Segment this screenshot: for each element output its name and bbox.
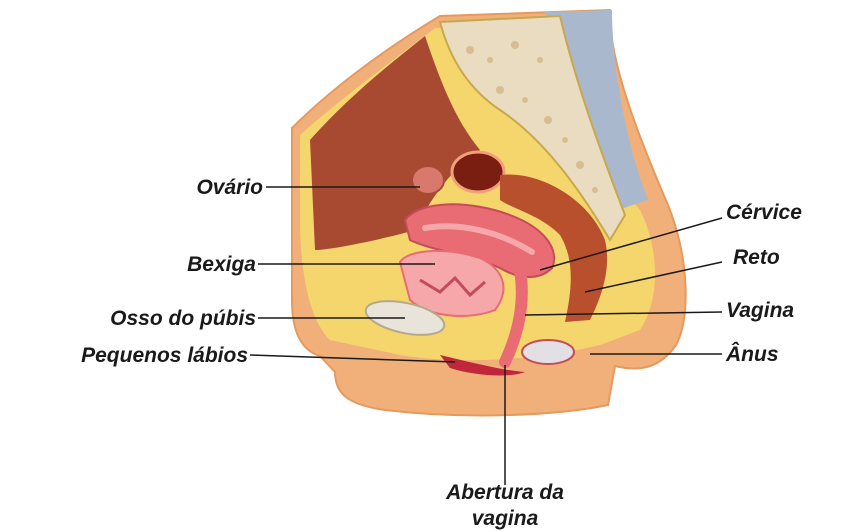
label-osso-pubis: Osso do púbis <box>110 308 256 329</box>
label-pequenos-labios: Pequenos lábios <box>81 345 248 366</box>
label-abertura-line2: vagina <box>420 508 590 529</box>
anal-region <box>522 340 574 364</box>
ovary <box>412 166 444 194</box>
label-bexiga: Bexiga <box>187 254 256 275</box>
label-abertura-line1: Abertura da <box>420 482 590 503</box>
label-ovario: Ovário <box>196 177 263 198</box>
label-reto: Reto <box>733 247 780 268</box>
label-anus: Ânus <box>726 344 779 365</box>
intestine-loop <box>452 152 504 192</box>
label-vagina: Vagina <box>726 300 794 321</box>
label-cervice: Cérvice <box>726 202 802 223</box>
